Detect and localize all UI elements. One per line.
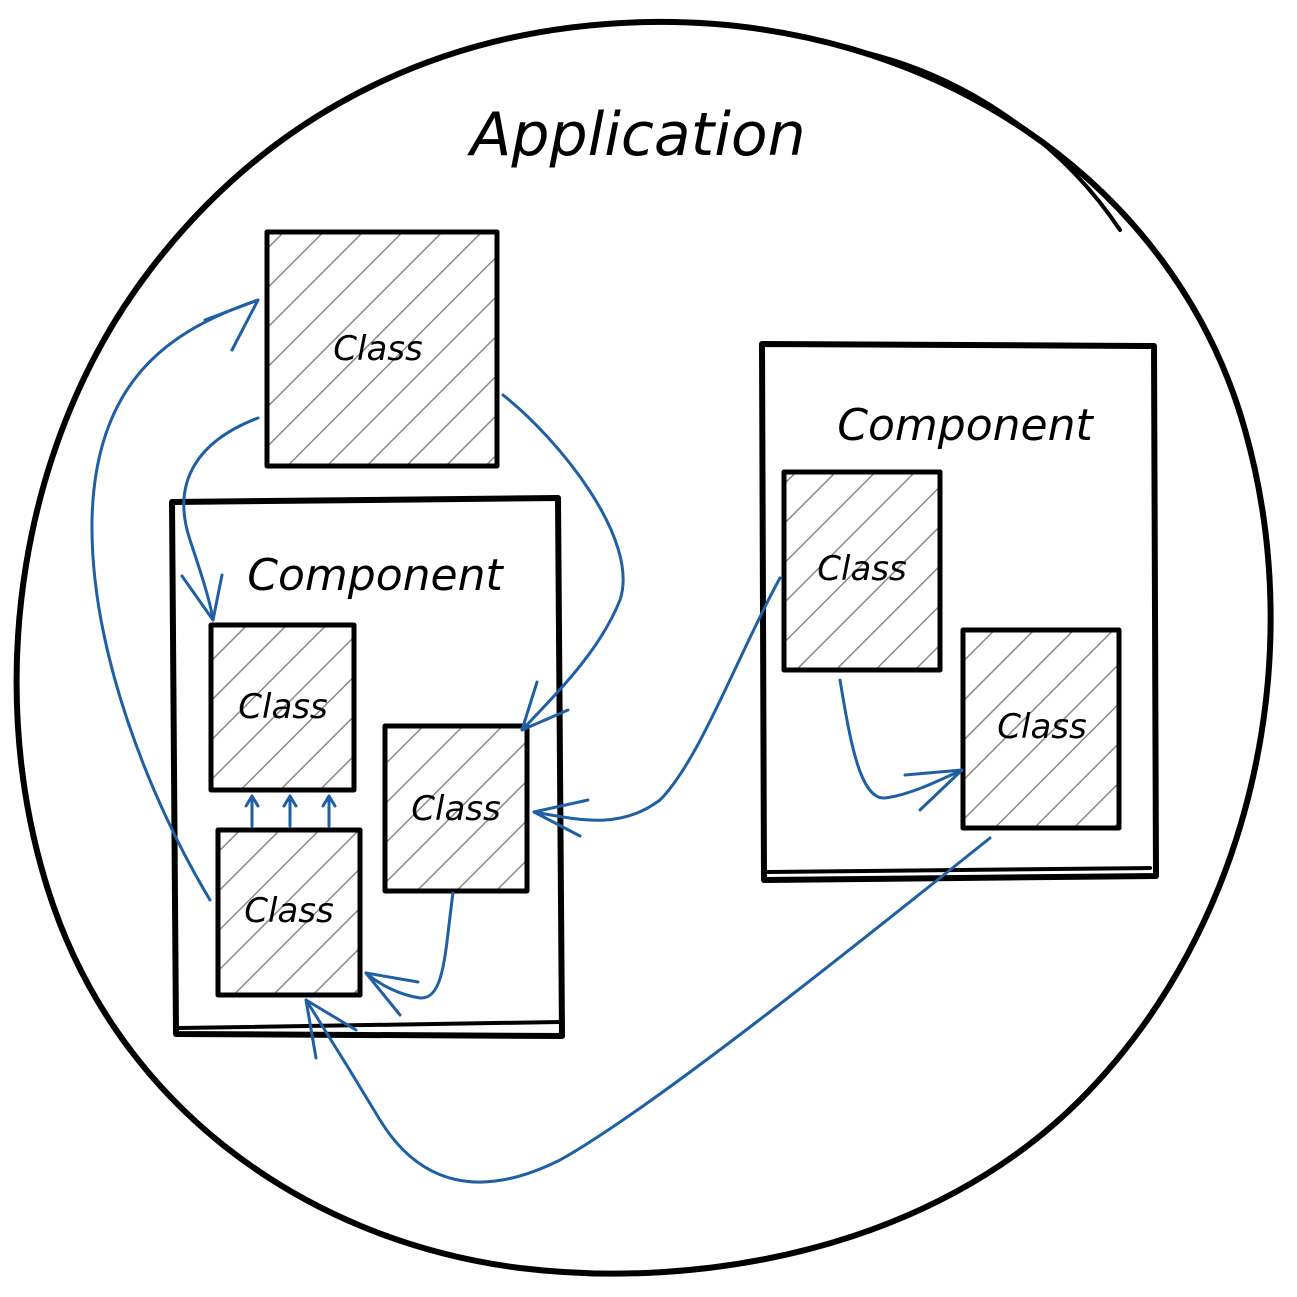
component-right: Component Class Class xyxy=(759,341,1159,883)
application-title: Application xyxy=(466,100,805,170)
class-label: Class xyxy=(411,789,500,829)
component-label: Component xyxy=(837,400,1094,451)
class-label: Class xyxy=(817,549,906,589)
arrowhead xyxy=(532,798,590,838)
arrow-left-middle-to-left-bottom xyxy=(364,891,455,1000)
component-left: Component Class Class Class xyxy=(169,495,565,1039)
class-box-left-middle: Class xyxy=(382,723,530,894)
arrow-right-bottom-to-left-bottom xyxy=(304,836,992,1184)
arrowhead xyxy=(180,573,224,622)
arrowhead xyxy=(203,298,260,352)
arrow-bottom-to-standalone xyxy=(90,298,260,902)
component-label: Component xyxy=(247,550,504,601)
class-label: Class xyxy=(997,707,1086,747)
class-box-right-bottom: Class xyxy=(960,627,1122,831)
arrow-standalone-to-left-middle xyxy=(501,393,625,732)
arrowhead xyxy=(321,794,337,808)
arrowhead xyxy=(520,680,570,732)
arrowhead xyxy=(903,768,964,812)
class-box-left-top: Class xyxy=(208,622,357,793)
arrow-right-top-to-left-middle xyxy=(532,576,782,822)
arrow-right-top-to-right-bottom xyxy=(838,678,964,800)
arrowhead xyxy=(364,971,420,1017)
class-box-left-bottom: Class xyxy=(215,827,363,998)
class-label: Class xyxy=(244,891,333,931)
arrowhead xyxy=(244,794,260,808)
arrowhead xyxy=(282,794,298,808)
arrowhead xyxy=(304,998,358,1060)
dependency-arrows xyxy=(90,298,992,1184)
class-label: Class xyxy=(333,329,422,369)
class-box-standalone: Class xyxy=(264,229,500,469)
class-box-right-top: Class xyxy=(781,469,943,673)
application-boundary xyxy=(13,18,1274,1277)
class-label: Class xyxy=(238,687,327,727)
arrow-standalone-to-left-top xyxy=(182,416,260,622)
